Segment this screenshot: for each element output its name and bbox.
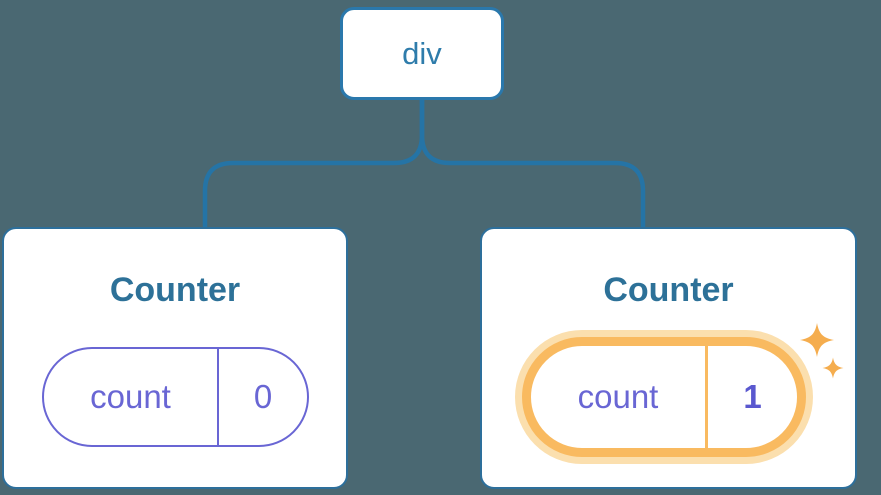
sparkle-large: [800, 323, 834, 357]
state-value: 0: [253, 378, 273, 415]
card-title: Counter: [603, 271, 734, 309]
sparkle-icon: [800, 323, 844, 379]
root-node-div: div: [340, 7, 504, 100]
root-node-label: div: [402, 35, 442, 71]
state-pill: count 0: [42, 347, 309, 447]
connector-left-branch: [202, 99, 425, 228]
sparkle-small: [822, 357, 844, 379]
state-value: 1: [743, 378, 762, 415]
card-title: Counter: [109, 271, 241, 309]
state-key: count: [44, 349, 219, 445]
counter-card-right: Counter count 1: [480, 227, 857, 489]
counter-card-left: Counter count 0: [2, 227, 348, 489]
state-pill-highlighted: count 1: [522, 337, 806, 457]
state-key: count: [531, 346, 708, 448]
connector-right-branch: [419, 99, 646, 228]
